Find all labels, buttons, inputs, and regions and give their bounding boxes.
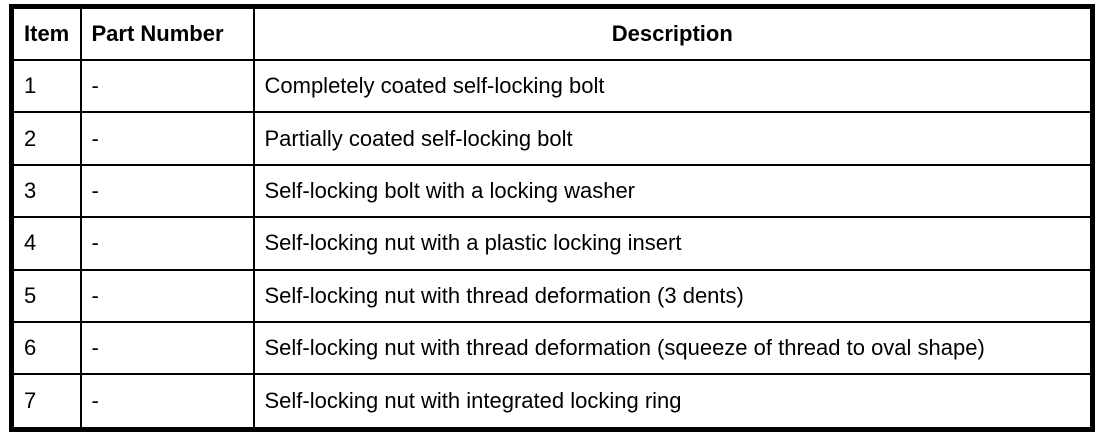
description-cell: Partially coated self-locking bolt	[252, 111, 1094, 166]
description-cell: Self-locking nut with thread deformation…	[252, 268, 1094, 323]
part-number-cell: -	[79, 58, 255, 114]
table-header: Item Part Number Description	[10, 5, 1094, 61]
item-cell: 7	[10, 373, 82, 431]
description-cell: Self-locking nut with a plastic locking …	[252, 216, 1094, 271]
part-number-cell: -	[79, 268, 255, 323]
item-cell: 4	[10, 216, 82, 271]
item-cell: 5	[10, 268, 82, 323]
item-cell: 3	[10, 163, 82, 219]
item-cell: 2	[10, 111, 82, 166]
description-cell: Self-locking nut with integrated locking…	[252, 373, 1094, 431]
part-number-cell: -	[79, 111, 255, 166]
parts-table: Item Part Number Description 1 - Complet…	[9, 4, 1095, 432]
description-cell: Self-locking nut with thread deformation…	[252, 320, 1094, 376]
column-header-item: Item	[10, 5, 82, 61]
table-row: 5 - Self-locking nut with thread deforma…	[10, 268, 1094, 323]
table-row: 6 - Self-locking nut with thread deforma…	[10, 320, 1094, 376]
item-cell: 1	[10, 58, 82, 114]
part-number-cell: -	[79, 320, 255, 376]
description-cell: Completely coated self-locking bolt	[252, 58, 1094, 114]
part-number-cell: -	[79, 163, 255, 219]
part-number-cell: -	[79, 216, 255, 271]
column-header-description: Description	[252, 5, 1094, 61]
table-row: 1 - Completely coated self-locking bolt	[10, 58, 1094, 114]
table-body: 1 - Completely coated self-locking bolt …	[10, 58, 1094, 431]
part-number-cell: -	[79, 373, 255, 431]
description-cell: Self-locking bolt with a locking washer	[252, 163, 1094, 219]
table-row: 7 - Self-locking nut with integrated loc…	[10, 373, 1094, 431]
column-header-part-number: Part Number	[79, 5, 255, 61]
header-row: Item Part Number Description	[10, 5, 1094, 61]
table-row: 3 - Self-locking bolt with a locking was…	[10, 163, 1094, 219]
item-cell: 6	[10, 320, 82, 376]
parts-table-container: Item Part Number Description 1 - Complet…	[9, 4, 1095, 432]
table-row: 2 - Partially coated self-locking bolt	[10, 111, 1094, 166]
table-row: 4 - Self-locking nut with a plastic lock…	[10, 216, 1094, 271]
